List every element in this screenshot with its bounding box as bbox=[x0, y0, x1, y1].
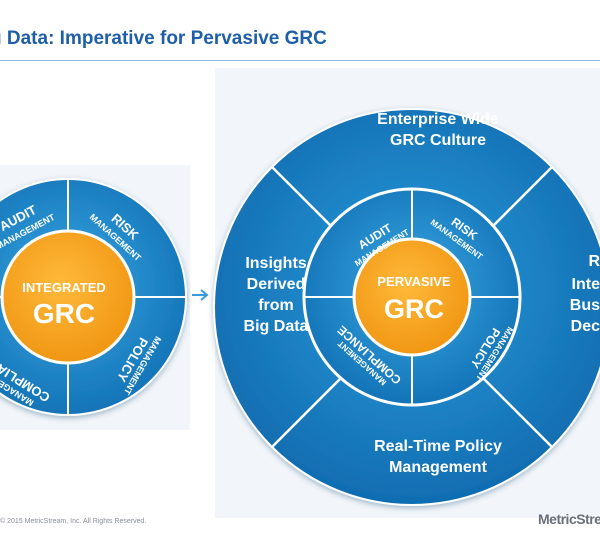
svg-text:Inte: Inte bbox=[572, 276, 600, 293]
copyright-footer: © 2015 MetricStream, Inc. All Rights Res… bbox=[0, 518, 147, 525]
left-center-line2: GRC bbox=[33, 298, 95, 329]
outer-bottom-label: Real-Time Policy Management bbox=[374, 438, 502, 476]
right-center-line1: PERVASIVE bbox=[377, 274, 451, 289]
left-center-circle bbox=[0, 229, 136, 365]
left-center-line1: INTEGRATED bbox=[22, 280, 106, 295]
left-wheel: INTEGRATED GRC AUDIT MANAGEMENT RISK MAN… bbox=[0, 165, 190, 430]
svg-text:from: from bbox=[258, 297, 294, 314]
svg-text:Enterprise Wide: Enterprise Wide bbox=[377, 111, 499, 128]
right-center-circle bbox=[352, 237, 472, 357]
outer-top-label: Enterprise Wide GRC Culture bbox=[377, 111, 499, 149]
svg-text:Dec: Dec bbox=[571, 318, 600, 335]
svg-text:Insights: Insights bbox=[245, 255, 306, 272]
svg-text:GRC Culture: GRC Culture bbox=[390, 132, 486, 149]
svg-text:Derived: Derived bbox=[247, 276, 306, 293]
right-wheel: PERVASIVE GRC AUDIT MANAGEMENT RISK MANA… bbox=[213, 68, 600, 518]
svg-text:Bus: Bus bbox=[570, 297, 600, 314]
title-divider bbox=[0, 60, 600, 61]
svg-text:Big Data: Big Data bbox=[244, 318, 309, 335]
right-center-line2: GRC bbox=[384, 294, 444, 324]
outer-right-label: R Inte Bus Dec bbox=[570, 253, 600, 335]
svg-text:Real-Time Policy: Real-Time Policy bbox=[374, 438, 502, 455]
svg-text:Management: Management bbox=[389, 459, 487, 476]
outer-left-label: Insights Derived from Big Data bbox=[244, 255, 309, 335]
transition-arrow bbox=[192, 289, 209, 301]
slide-title: g Data: Imperative for Pervasive GRC bbox=[0, 28, 327, 49]
brand-logo: MetricStrea bbox=[538, 511, 600, 527]
svg-text:R: R bbox=[588, 253, 600, 270]
